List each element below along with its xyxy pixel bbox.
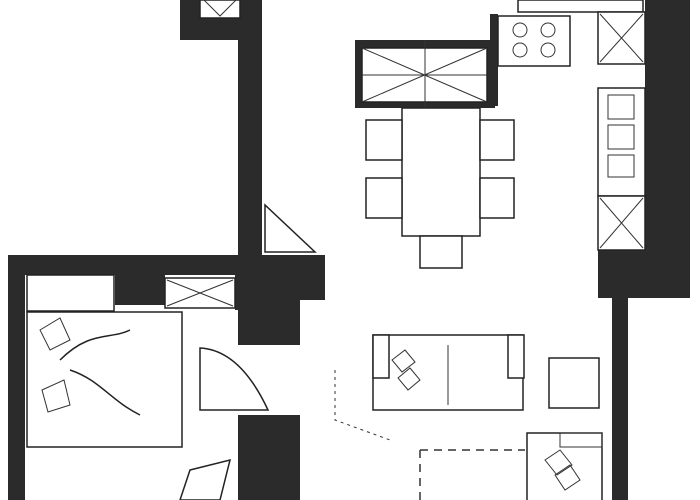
wall-bedroom-partition	[238, 300, 275, 345]
chair	[479, 119, 515, 161]
chair	[419, 235, 463, 269]
kitchen-counter	[517, 0, 646, 251]
chair	[365, 177, 403, 219]
bedroom-window	[164, 277, 236, 309]
bedroom-door	[179, 347, 270, 500]
rug-outline	[334, 370, 525, 500]
side-table	[548, 357, 600, 409]
wall-top-left	[180, 0, 262, 255]
chair	[479, 177, 515, 219]
wall-bathroom-block	[238, 415, 300, 500]
bed	[26, 274, 183, 448]
door-swing-hall	[264, 203, 317, 253]
chair	[365, 119, 403, 161]
kitchen-island	[355, 40, 495, 108]
sofa	[372, 334, 525, 411]
armchair	[526, 432, 603, 500]
stove	[497, 15, 571, 67]
dining-table	[365, 107, 515, 269]
window-top	[199, 0, 241, 19]
